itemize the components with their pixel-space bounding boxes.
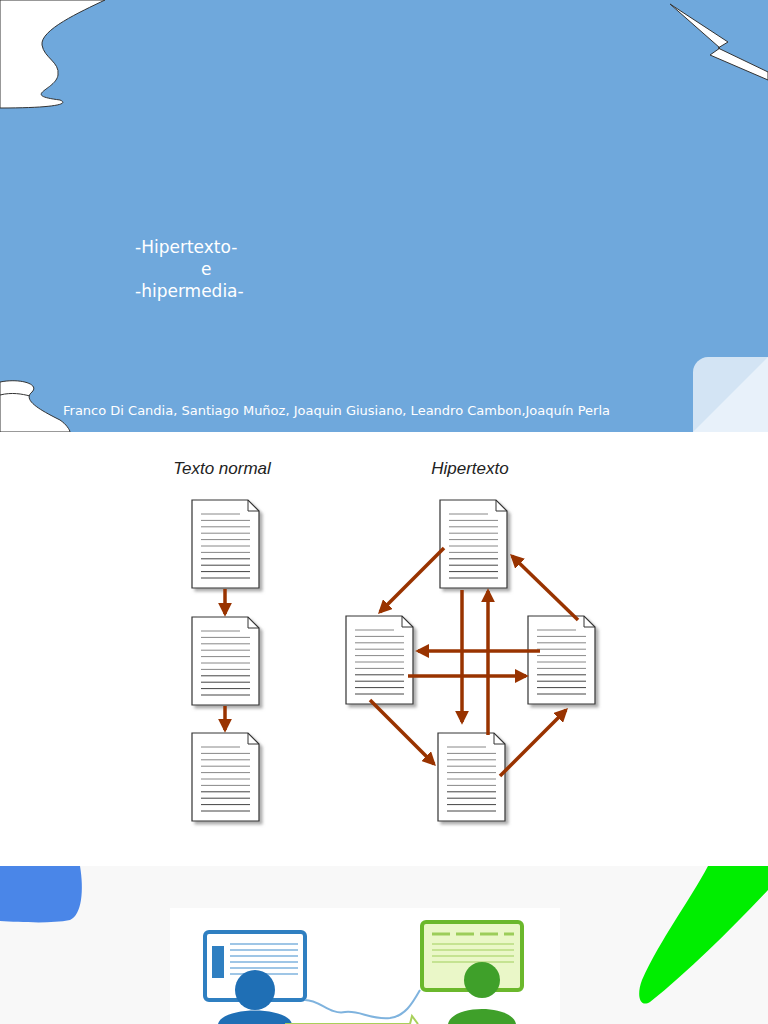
document-icon [192, 617, 259, 705]
link-arrow [380, 548, 444, 612]
computer-blue [205, 932, 305, 1024]
document-icon [438, 733, 505, 821]
link-arrow [486, 591, 490, 735]
link-arrow [512, 556, 578, 620]
column-heading: Hipertexto [431, 459, 508, 479]
author-line: Franco Di Candia, Santiago Muñoz, Joaqui… [63, 403, 610, 418]
link-arrow [370, 700, 434, 764]
corner-bolt [670, 4, 768, 80]
slide-title: -Hipertexto- e -hipermedia- [135, 236, 244, 302]
folded-corner [693, 357, 768, 432]
column-heading: Texto normal [173, 459, 271, 479]
link-arrow [460, 590, 464, 722]
slide-background [0, 866, 768, 1024]
link-arrow [418, 649, 540, 653]
link-arrow [500, 710, 566, 776]
corner-leaf [639, 866, 768, 1004]
network-cable [305, 990, 420, 1018]
slide-background [0, 432, 768, 866]
picture-ground [170, 908, 560, 1024]
corner-swoosh [0, 0, 105, 108]
link-arrow [223, 706, 227, 730]
link-arrow [223, 589, 227, 614]
document-icon [346, 616, 413, 704]
computer-green [422, 922, 522, 1024]
document-icon [528, 616, 595, 704]
slide-background [0, 0, 768, 432]
document-icon [440, 500, 507, 588]
corner-swoosh [0, 381, 70, 432]
document-icon [192, 500, 259, 588]
document-icon [192, 733, 259, 821]
corner-blob [0, 866, 82, 922]
network-cable [285, 1016, 418, 1024]
folded-corner [693, 357, 768, 432]
link-arrow [408, 674, 526, 678]
corner-swoosh [0, 393, 30, 396]
